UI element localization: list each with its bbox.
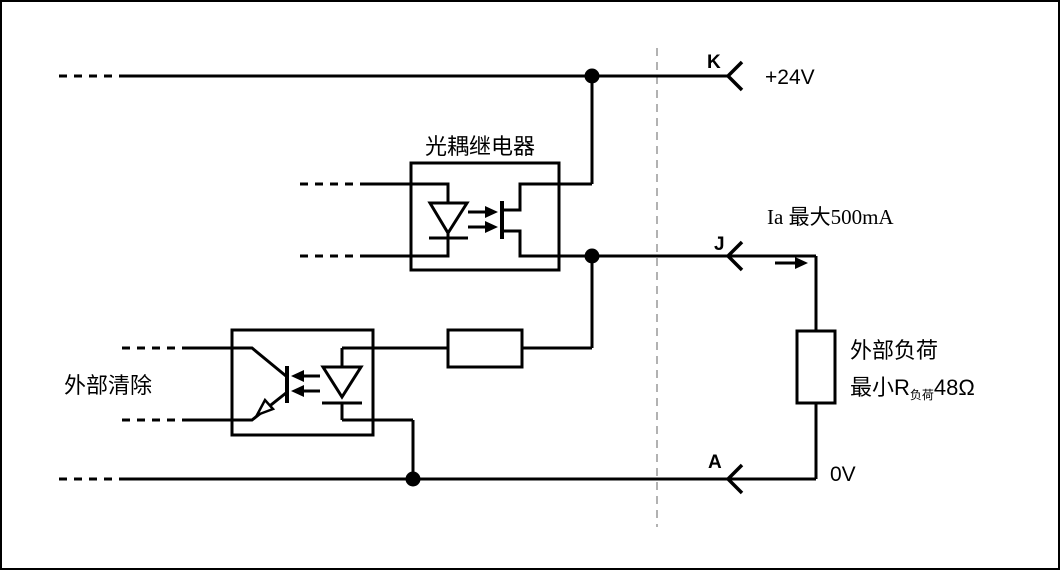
current-arrow-head [795, 257, 808, 269]
external-clear-label: 外部清除 [64, 373, 152, 398]
relay-mosfet-source-wire [502, 229, 592, 258]
light-arrows-clear [291, 370, 320, 397]
phototransistor-emitter-arrow [254, 397, 276, 418]
terminal-chevrons [725, 60, 744, 495]
wires [59, 74, 837, 481]
external-load-title: 外部负荷 [850, 338, 938, 363]
light-arrow-head [291, 370, 304, 382]
junction-dot-top [584, 68, 600, 84]
terminal-k-chevron-icon [725, 60, 744, 92]
opto-relay-title: 光耦继电器 [425, 134, 535, 159]
junction-dot-bottom [405, 471, 421, 487]
load-min-subscript: 负荷 [910, 388, 934, 402]
relay-mosfet-drain-wire [502, 182, 592, 212]
load-min-value: 48Ω [934, 375, 975, 400]
load-min-prefix: 最小R [850, 375, 910, 400]
light-arrow-head [485, 221, 498, 233]
external-load-min-resistance: 最小R负荷48Ω [850, 375, 975, 402]
current-max-label: Ia 最大500mA [767, 205, 894, 229]
external-clear-opto-box [230, 328, 375, 437]
terminal-j-chevron-icon [725, 240, 744, 272]
light-arrows-relay [468, 206, 498, 233]
light-arrow-head [485, 206, 498, 218]
external-load-resistor [795, 329, 837, 405]
terminal-k-label: K [707, 52, 721, 73]
internal-resistor [446, 328, 524, 369]
light-arrow-head [291, 385, 304, 397]
opto-relay-box [409, 161, 561, 272]
phototransistor-emitter-wire [232, 391, 287, 422]
phototransistor-collector-wire [232, 346, 287, 378]
terminal-a-chevron-icon [725, 463, 744, 495]
supply-24v-label: +24V [765, 66, 815, 89]
supply-0v-label: 0V [830, 463, 856, 486]
terminal-j-label: J [714, 234, 725, 255]
current-direction-arrow [775, 257, 808, 269]
clear-led-diode-symbol [320, 365, 364, 400]
junction-dot-middle [584, 248, 600, 264]
relay-led-diode-symbol [427, 201, 470, 236]
terminal-a-label: A [708, 452, 722, 473]
